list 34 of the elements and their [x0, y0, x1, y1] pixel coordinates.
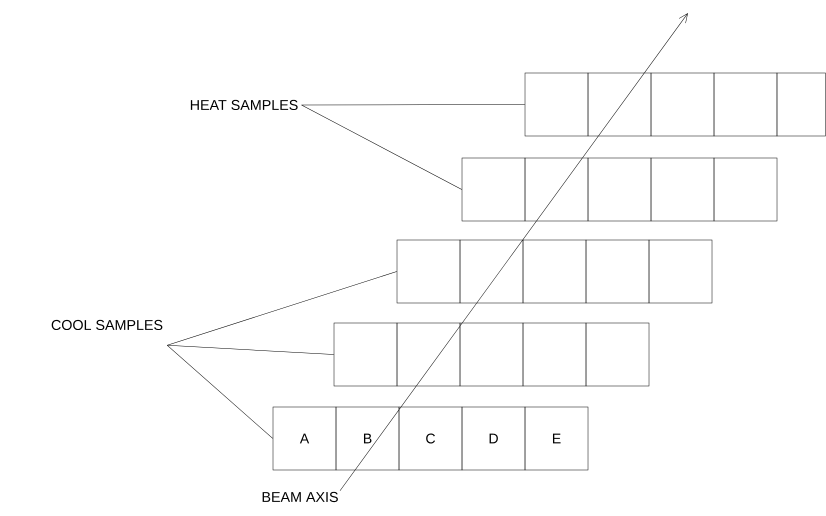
leader-line	[301, 104, 525, 106]
leader-line	[166, 271, 397, 346]
leader-line	[166, 345, 334, 355]
sample-box: D	[462, 406, 526, 470]
sample-box	[396, 322, 460, 386]
beam-axis-arrow	[340, 13, 688, 491]
sample-box	[650, 72, 714, 136]
sample-box	[522, 240, 586, 304]
sample-box	[460, 322, 524, 386]
sample-box	[334, 322, 398, 386]
sample-box	[714, 72, 778, 136]
sample-box	[714, 158, 778, 222]
sample-box	[462, 158, 526, 222]
sample-box	[588, 158, 652, 222]
sample-box	[522, 322, 586, 386]
sample-box	[460, 240, 524, 304]
leader-line	[301, 104, 462, 190]
sample-box	[586, 322, 650, 386]
sample-box	[776, 72, 826, 136]
sample-box	[586, 240, 650, 304]
sample-box	[524, 158, 588, 222]
sample-box	[648, 240, 712, 304]
sample-box: E	[524, 406, 588, 470]
sample-box	[396, 240, 460, 304]
sample-box	[524, 72, 588, 136]
sample-box: C	[398, 406, 462, 470]
sample-box	[650, 158, 714, 222]
sample-box	[588, 72, 652, 136]
sample-box: B	[336, 406, 400, 470]
label-text: HEAT SAMPLES	[190, 100, 298, 110]
label-text: COOL SAMPLES	[52, 320, 162, 330]
leader-line	[166, 345, 273, 439]
sample-box: A	[272, 406, 336, 470]
label-text: BEAM AXIS	[262, 492, 338, 502]
